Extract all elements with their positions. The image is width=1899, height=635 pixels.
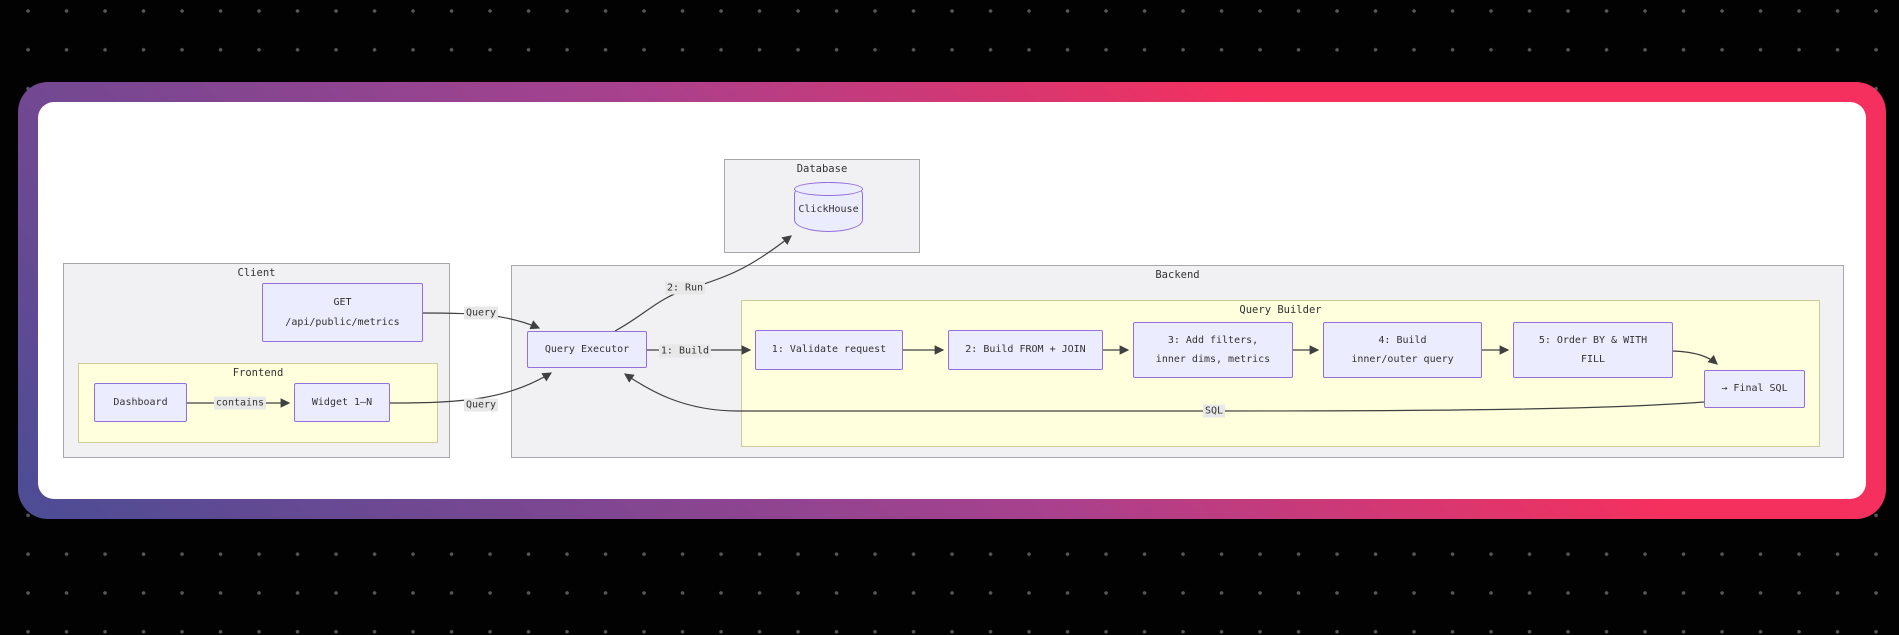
node-get-endpoint: GET /api/public/metrics: [262, 283, 423, 342]
node-clickhouse: ClickHouse: [794, 182, 863, 232]
cluster-database-label: Database: [796, 163, 848, 175]
node-step1-label: 1: Validate request: [771, 344, 887, 355]
cluster-client-label: Client: [237, 267, 276, 279]
edge-label-build: 1: Build: [658, 344, 712, 358]
cluster-frontend-label: Frontend: [232, 367, 284, 379]
node-step4-line1: 4: Build: [1378, 335, 1427, 346]
node-step5-line1: 5: Order BY & WITH: [1538, 335, 1648, 346]
cluster-backend-label: Backend: [1155, 269, 1200, 281]
node-step4-line2: inner/outer query: [1351, 354, 1454, 365]
node-step5-order-by-with-fill: 5: Order BY & WITH FILL: [1513, 322, 1673, 378]
node-query-executor-label: Query Executor: [544, 343, 630, 355]
node-step2-label: 2: Build FROM + JOIN: [965, 344, 1086, 355]
node-dashboard-label: Dashboard: [113, 396, 168, 408]
node-get-endpoint-line1: GET: [333, 296, 352, 308]
node-step3-line2: inner dims, metrics: [1155, 354, 1271, 365]
edge-label-query-get: Query: [463, 306, 499, 320]
node-get-endpoint-line2: /api/public/metrics: [285, 316, 400, 328]
node-step3-add-filters: 3: Add filters, inner dims, metrics: [1133, 322, 1293, 378]
edge-label-query-widget: Query: [463, 398, 499, 412]
cluster-query-builder-label: Query Builder: [1239, 304, 1322, 316]
node-query-executor: Query Executor: [527, 331, 647, 368]
node-final-sql: → Final SQL: [1704, 370, 1805, 408]
cylinder-lid: [794, 182, 863, 196]
node-widget-label: Widget 1–N: [311, 396, 373, 408]
edge-label-contains: contains: [213, 396, 267, 410]
node-final-sql-label: → Final SQL: [1721, 383, 1788, 394]
gradient-frame: Database Client Frontend Backend Query B…: [18, 82, 1886, 519]
edge-label-sql: SQL: [1202, 404, 1226, 418]
node-step2-build-from-join: 2: Build FROM + JOIN: [948, 330, 1103, 370]
node-step1-validate: 1: Validate request: [755, 330, 903, 370]
node-step4-build-inner-outer: 4: Build inner/outer query: [1323, 322, 1482, 378]
diagram-canvas: Database Client Frontend Backend Query B…: [38, 102, 1866, 499]
node-clickhouse-label: ClickHouse: [798, 204, 859, 215]
node-step5-line2: FILL: [1580, 354, 1606, 365]
edge-label-run: 2: Run: [664, 281, 706, 295]
node-widget: Widget 1–N: [294, 383, 390, 422]
node-dashboard: Dashboard: [94, 383, 187, 422]
node-step3-line1: 3: Add filters,: [1167, 335, 1259, 346]
